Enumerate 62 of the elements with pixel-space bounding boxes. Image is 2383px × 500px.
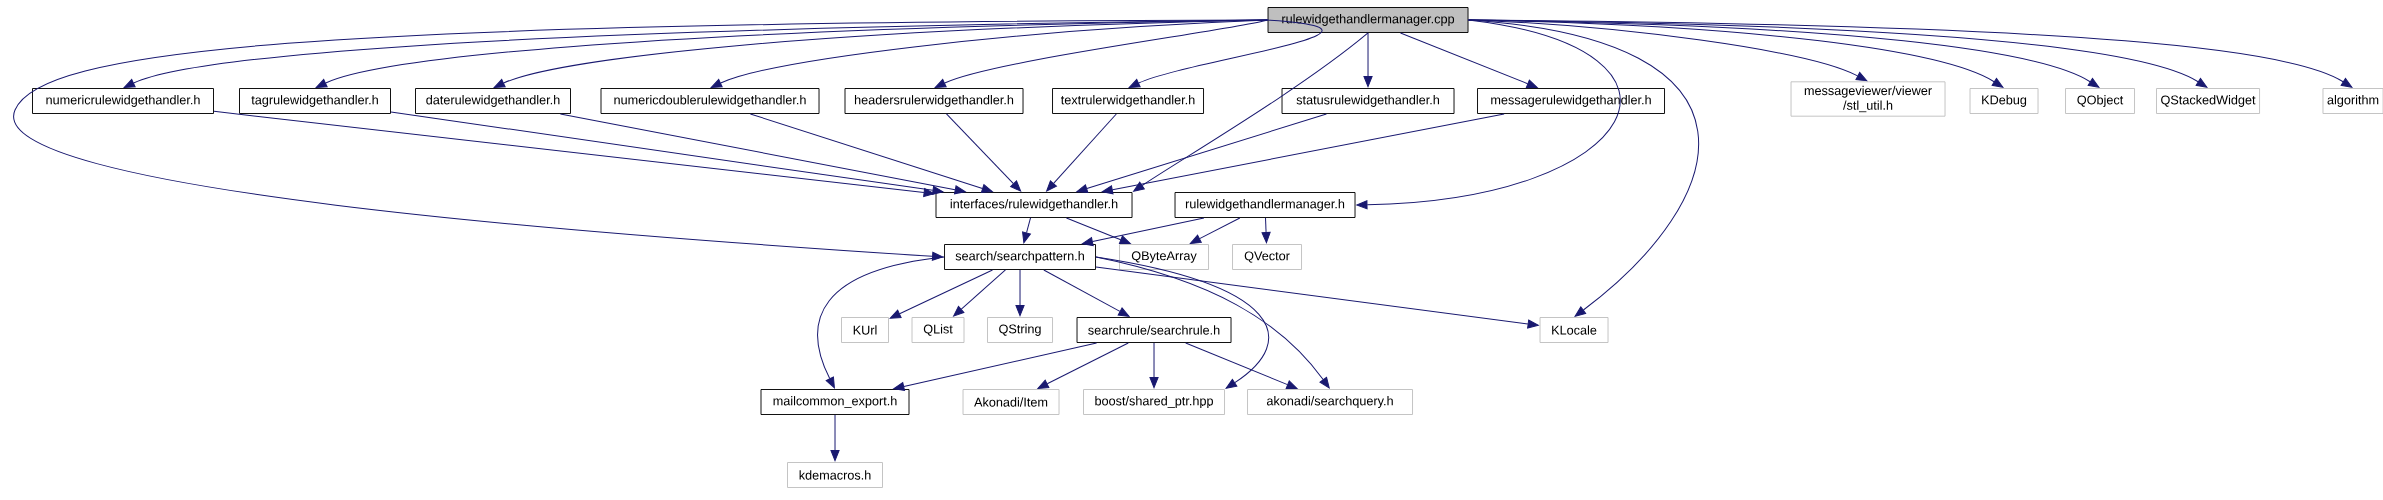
file-box: statusrulewidgethandler.h [1281, 88, 1455, 114]
arrow [213, 110, 935, 198]
file-box: algorithm [2322, 88, 2383, 114]
arrow [1468, 19, 1699, 317]
file-box: QVector [1232, 244, 1302, 270]
file-box: numericrulewidgethandler.h [32, 88, 214, 114]
file-box: tagrulewidgethandler.h [239, 88, 391, 114]
file-box: akonadi/searchquery.h [1247, 389, 1413, 415]
arrow [893, 342, 1098, 391]
arrow [1185, 342, 1298, 389]
arrow [559, 113, 966, 195]
file-box: QObject [2065, 88, 2135, 114]
arrow [817, 256, 945, 389]
arrow [1149, 342, 1159, 389]
file-box: messageviewer/viewer /stl_util.h [1790, 81, 1946, 117]
file-box: KDebug [1969, 88, 2039, 114]
arrow [1356, 19, 1621, 210]
arrow [1468, 19, 2353, 88]
arrow [1133, 32, 1369, 192]
file-box: QString [987, 317, 1053, 343]
arrow [1065, 217, 1131, 245]
file-box: daterulewidgethandler.h [415, 88, 571, 114]
arrow [1046, 113, 1117, 192]
file-box: QByteArray [1119, 244, 1209, 270]
arrow [1015, 269, 1025, 317]
arrow [1037, 342, 1129, 389]
file-box: numericdoublerulewidgethandler.h [600, 88, 820, 114]
arrow [749, 113, 993, 193]
arrow [953, 269, 1006, 317]
file-box: interfaces/rulewidgethandler.h [935, 192, 1133, 218]
arrow [1043, 269, 1130, 317]
arrow [1081, 217, 1205, 247]
arrow [1076, 113, 1327, 193]
file-box: KLocale [1539, 317, 1609, 343]
file-box: messagerulewidgethandler.h [1477, 88, 1665, 114]
file-box: mailcommon_export.h [760, 389, 910, 415]
arrow [1101, 113, 1505, 195]
file-box: textrulerwidgethandler.h [1052, 88, 1204, 114]
arrow [1261, 217, 1271, 244]
file-box: kdemacros.h [787, 462, 883, 488]
arrow [1095, 256, 1330, 389]
file-box: boost/shared_ptr.hpp [1083, 389, 1225, 415]
arrow [390, 111, 944, 195]
arrow [945, 113, 1022, 192]
arrow [1400, 32, 1538, 89]
file-box: KUrl [841, 317, 889, 343]
file-box: searchrule/searchrule.h [1076, 317, 1232, 343]
arrow [1363, 32, 1373, 88]
arrow [1128, 19, 1323, 88]
file-box: QList [911, 317, 965, 343]
arrow [14, 19, 1269, 261]
file-box: rulewidgethandlermanager.h [1174, 192, 1356, 218]
arrow [1022, 217, 1031, 244]
arrow [830, 414, 840, 462]
file-box: headersrulerwidgethandler.h [844, 88, 1024, 114]
arrow [1189, 217, 1241, 244]
arrow [1095, 266, 1539, 329]
arrow [889, 269, 993, 319]
file-box: rulewidgethandlermanager.cpp [1267, 7, 1469, 33]
file-box: QStackedWidget [2156, 88, 2260, 114]
file-box: Akonadi/Item [962, 389, 1060, 415]
file-box: search/searchpattern.h [944, 244, 1096, 270]
